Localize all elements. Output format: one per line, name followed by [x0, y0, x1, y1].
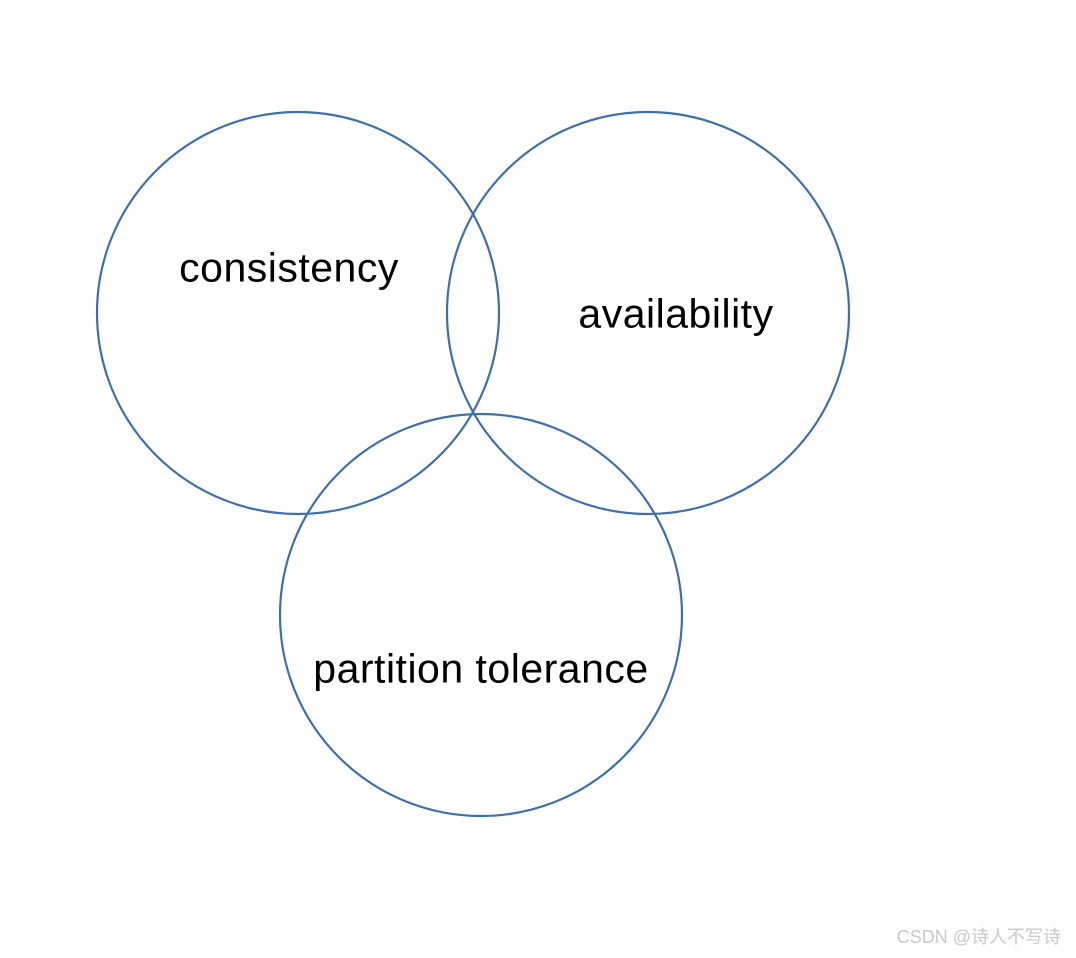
availability-label: availability: [578, 290, 774, 337]
csdn-watermark: CSDN @诗人不写诗: [896, 927, 1061, 947]
partition-tolerance-label: partition tolerance: [313, 645, 649, 692]
partition-tolerance-circle: [278, 412, 684, 818]
consistency-label: consistency: [179, 244, 399, 291]
availability-circle: [445, 110, 851, 516]
consistency-circle: [95, 110, 501, 516]
